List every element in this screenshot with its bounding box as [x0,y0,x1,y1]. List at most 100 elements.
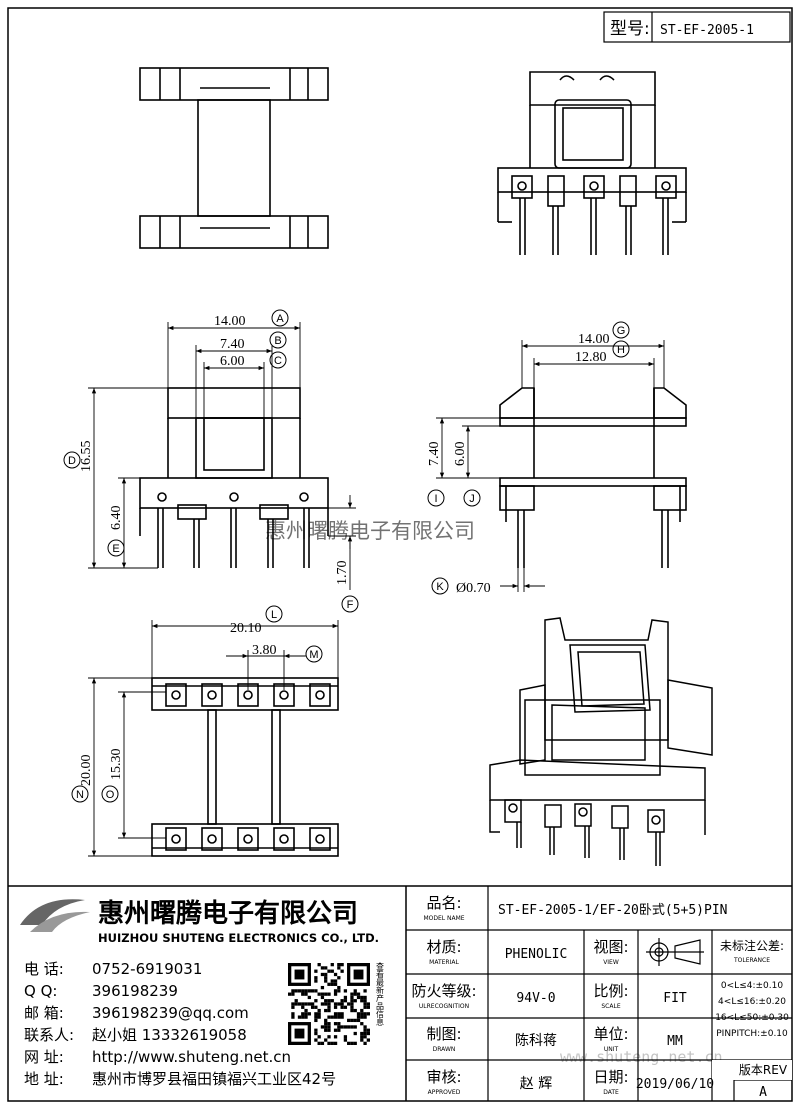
view-side-top-left [139,67,329,249]
svg-text:视图:: 视图: [593,938,628,956]
svg-text:地 址:: 地 址: [24,1070,64,1088]
svg-text:防火等级:: 防火等级: [411,982,476,1000]
svg-text:TOLERANCE: TOLERANCE [733,957,770,964]
svg-text:DATE: DATE [603,1089,619,1096]
balloon-e: E [107,539,125,557]
svg-text:H: H [617,344,625,356]
svg-text:材质:: 材质: [426,938,461,956]
date-value: 2019/06/10 [636,1077,714,1092]
svg-text:单位:: 单位: [593,1025,628,1043]
svg-text:E: E [112,543,119,555]
balloon-j: J [463,489,481,507]
view-side-dimensioned [499,387,687,568]
svg-text:http://www.shuteng.net.cn: http://www.shuteng.net.cn [92,1048,291,1066]
svg-text:网 址:: 网 址: [24,1048,64,1066]
svg-text:D: D [68,455,76,467]
dim-i: 7.40 [427,442,442,467]
balloon-a: A [271,309,289,327]
dim-c: 6.00 [220,354,245,369]
balloon-k: K [431,577,449,595]
svg-text:C: C [274,355,282,367]
view-top-pin-layout [151,677,339,857]
drawn-value: 陈科蒋 [515,1032,557,1049]
svg-text:APPROVED: APPROVED [428,1089,461,1096]
view-isometric [489,617,713,866]
svg-text:赵小姐 13332619058: 赵小姐 13332619058 [92,1026,247,1044]
dim-b: 7.40 [220,337,245,352]
material-value: PHENOLIC [505,947,568,962]
header-model-box: 型号: ST-EF-2005-1 [603,11,791,43]
svg-text:M: M [309,649,318,661]
svg-text:PINPITCH:±0.10: PINPITCH:±0.10 [716,1029,788,1039]
dim-m: 3.80 [252,643,277,658]
svg-text:B: B [274,335,281,347]
dim-h: 12.80 [575,350,607,365]
dimension-lines-view4 [436,340,665,592]
page-border [7,7,793,1102]
projection-symbol-icon [646,938,704,966]
approved-value: 赵 辉 [520,1076,552,1092]
model-name-label: 品名: [426,894,461,912]
svg-text:Q Q:: Q Q: [24,982,57,1000]
dim-g: 14.00 [578,332,610,347]
dimension-texts: 14.00 7.40 6.00 16.55 6.40 1.70 14.00 12… [79,314,610,786]
svg-text:联系人:: 联系人: [24,1026,74,1044]
svg-text:SCALE: SCALE [601,1003,620,1010]
svg-text:F: F [347,599,354,611]
svg-text:16<L≤50:±0.30: 16<L≤50:±0.30 [715,1013,789,1023]
view-front-top-right [497,71,687,255]
balloon-c: C [269,351,287,369]
svg-text:VIEW: VIEW [603,959,619,966]
svg-text:396198239@qq.com: 396198239@qq.com [92,1004,249,1022]
svg-text:比例:: 比例: [593,982,628,1000]
svg-text:396198239: 396198239 [92,982,178,1000]
title-block: 品名: MODEL NAME ST-EF-2005-1/EF-20卧式(5+5)… [8,885,792,1101]
model-number: ST-EF-2005-1 [660,23,754,38]
balloons: A B C D E F G H I J K L M N O [63,309,630,803]
dim-k: Ø0.70 [456,581,491,596]
svg-text:MATERIAL: MATERIAL [429,959,459,966]
dim-n: 20.00 [79,755,94,787]
svg-text:MODEL NAME: MODEL NAME [423,915,464,922]
svg-text:UNIT: UNIT [604,1046,619,1053]
svg-text:0<L≤4:±0.10: 0<L≤4:±0.10 [721,981,783,991]
svg-text:日期:: 日期: [593,1068,628,1086]
dim-a: 14.00 [214,314,246,329]
company-name-cn: 惠州曙腾电子有限公司 [98,899,358,929]
model-label: 型号: [610,19,650,39]
svg-text:惠州市博罗县福田镇福兴工业区42号: 惠州市博罗县福田镇福兴工业区42号 [92,1070,336,1088]
qr-side-text: 查看最新产品信息 [376,961,385,1026]
balloon-b: B [269,331,287,349]
unit-value: MM [667,1034,683,1049]
qr-code-icon [288,963,370,1045]
watermark: 惠州曙腾电子有限公司 [265,519,475,543]
balloon-g: G [612,321,630,339]
balloon-h: H [612,340,630,358]
svg-text:I: I [434,493,437,505]
svg-text:A: A [276,313,284,325]
balloon-l: L [265,605,283,623]
rev-label: 版本REV [739,1063,788,1077]
svg-text:O: O [106,789,115,801]
company-name-en: HUIZHOU SHUTENG ELECTRONICS CO., LTD. [98,931,379,945]
dim-j: 6.00 [453,442,468,467]
rev-value: A [759,1085,767,1100]
balloon-d: D [63,451,81,469]
svg-text:J: J [469,493,475,505]
svg-text:审核:: 审核: [426,1068,461,1086]
balloon-m: M [305,645,323,663]
model-name-value: ST-EF-2005-1/EF-20卧式(5+5)PIN [498,903,728,918]
tolerance-title: 未标注公差: [720,938,784,953]
view-front-dimensioned [139,387,329,568]
dim-f: 1.70 [335,561,350,586]
svg-text:0752-6919031: 0752-6919031 [92,960,202,978]
svg-text:G: G [617,325,626,337]
dim-d: 16.55 [79,441,94,473]
svg-text:邮 箱:: 邮 箱: [24,1004,64,1022]
company-logo-icon [20,899,90,932]
balloon-i: I [427,489,445,507]
svg-text:L: L [271,609,277,621]
balloon-f: F [341,595,359,613]
dim-l: 20.10 [230,621,262,636]
